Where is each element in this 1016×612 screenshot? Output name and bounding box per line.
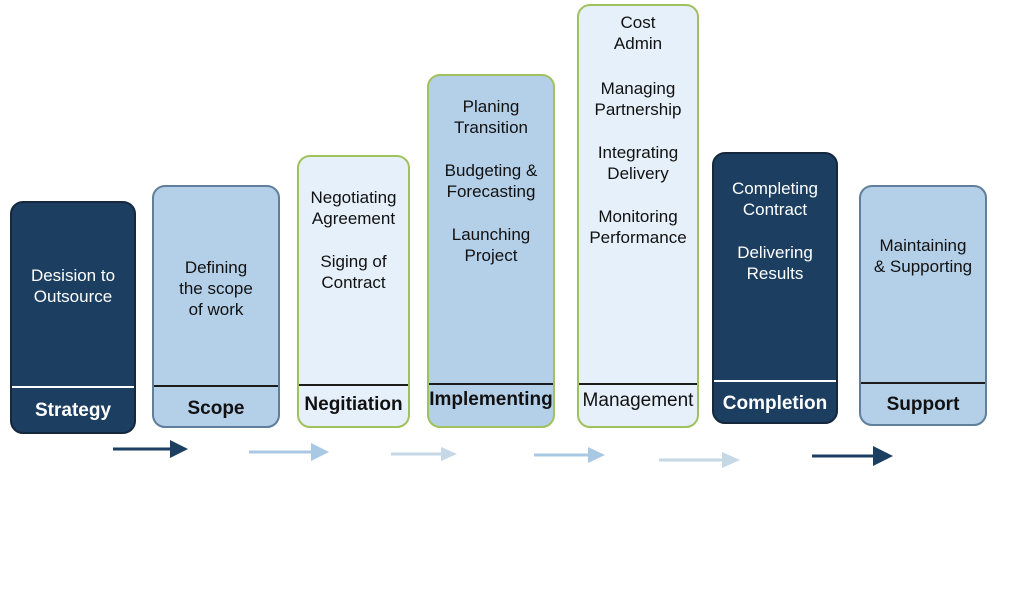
- stage-item: Cost Admin: [613, 13, 663, 53]
- arrow-6: [812, 446, 893, 466]
- stage-item: Negotiating Agreement: [310, 188, 397, 228]
- stage-divider: [429, 383, 553, 385]
- stage-divider: [714, 380, 836, 382]
- arrow-2: [249, 443, 329, 461]
- stage-divider: [579, 383, 697, 385]
- stage-item: Budgeting & Forecasting: [444, 161, 538, 201]
- stage-label: Strategy: [34, 400, 112, 421]
- stage-label: Scope: [187, 398, 245, 419]
- stage-item: Planing Transition: [453, 97, 528, 137]
- stage-item: Maintaining & Supporting: [873, 236, 973, 276]
- stage-divider: [12, 386, 134, 388]
- stage-label: Negitiation: [304, 394, 403, 415]
- stage-label: Support: [886, 394, 960, 415]
- stage-divider: [154, 385, 278, 387]
- stage-item: Siging of Contract: [320, 252, 387, 292]
- stage-scope: Defining the scope of work Scope: [152, 185, 280, 428]
- arrow-4: [534, 447, 605, 463]
- arrow-1: [113, 440, 188, 458]
- stage-item: Managing Partnership: [594, 79, 682, 119]
- stage-negitiation: Negotiating Agreement Siging of Contract…: [297, 155, 410, 428]
- arrow-3: [391, 447, 457, 461]
- stage-label: Completion: [722, 393, 828, 414]
- stage-completion: Completing Contract Delivering Results C…: [712, 152, 838, 424]
- stage-management: Cost Admin Managing Partnership Integrat…: [577, 4, 699, 428]
- stage-item: Desision to Outsource: [30, 266, 116, 306]
- stage-label: Implementing: [429, 389, 553, 410]
- stage-item: Monitoring Performance: [589, 207, 687, 247]
- stage-divider: [299, 384, 408, 386]
- stage-implementing: Planing Transition Budgeting & Forecasti…: [427, 74, 555, 428]
- stage-item: Launching Project: [451, 225, 531, 265]
- stage-divider: [861, 382, 985, 384]
- stage-label: Management: [582, 390, 694, 411]
- arrow-5: [659, 452, 740, 468]
- stage-support: Maintaining & Supporting Support: [859, 185, 987, 426]
- stage-strategy: Desision to Outsource Strategy: [10, 201, 136, 434]
- stage-item: Defining the scope of work: [179, 258, 253, 319]
- stage-item: Integrating Delivery: [597, 143, 679, 183]
- stage-item: Completing Contract: [732, 179, 818, 219]
- stage-item: Delivering Results: [737, 243, 813, 283]
